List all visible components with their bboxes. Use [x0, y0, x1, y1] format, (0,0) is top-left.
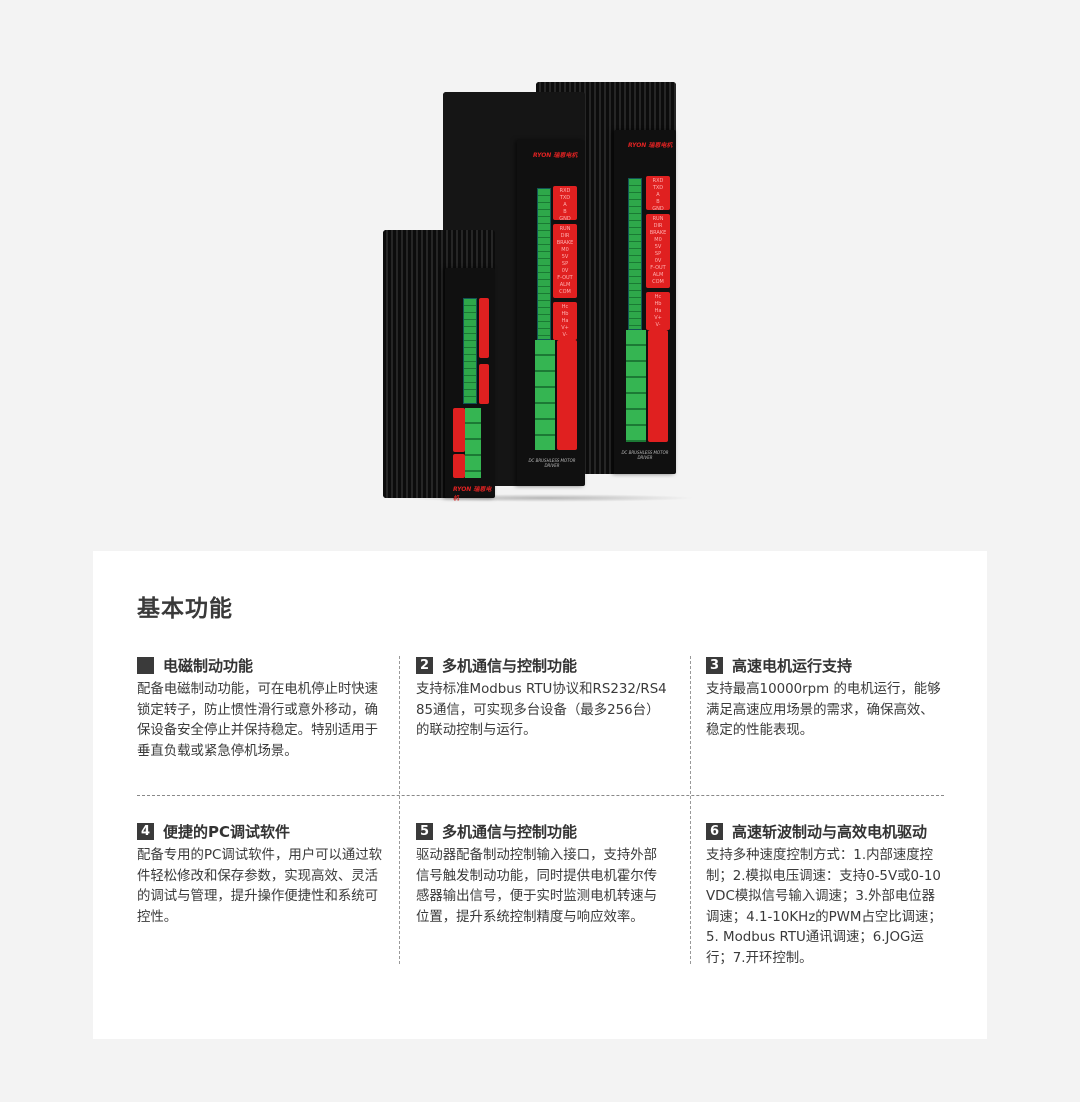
- feature-description: 支持标准Modbus RTU协议和RS232/RS485通信，可实现多台设备（最…: [416, 682, 667, 738]
- feature-item: 电磁制动功能 配备电磁制动功能，可在电机停止时快速锁定转子，防止惯性滑行或意外移…: [137, 654, 391, 762]
- feature-item: 6 高速斩波制动与高效电机驱动 支持多种速度控制方式：1.内部速度控制；2.模拟…: [706, 820, 946, 969]
- feature-title: 电磁制动功能: [163, 656, 254, 675]
- feature-number-badge: 2: [416, 656, 433, 674]
- brand-logo: RYON 瑞恩电机: [533, 152, 578, 159]
- model-text: DC BRUSHLESS MOTOR DRIVER: [528, 458, 576, 468]
- feature-number-badge: [137, 656, 154, 674]
- feature-description: 配备电磁制动功能，可在电机停止时快速锁定转子，防止惯性滑行或意外移动，确保设备安…: [137, 682, 379, 759]
- feature-description: 配备专用的PC调试软件，用户可以通过软件轻松修改和保存参数，实现高效、灵活的调试…: [137, 848, 383, 925]
- feature-item: 4 便捷的PC调试软件 配备专用的PC调试软件，用户可以通过软件轻松修改和保存参…: [137, 820, 391, 928]
- model-text: DC BRUSHLESS MOTOR DRIVER: [621, 450, 669, 460]
- feature-title: 高速斩波制动与高效电机驱动: [732, 822, 928, 841]
- section-title: 基本功能: [137, 596, 233, 622]
- feature-description: 支持最高10000rpm 的电机运行，能够满足高速应用场景的需求，确保高效、稳定…: [706, 682, 941, 738]
- brand-logo: RYON 瑞恩电机: [628, 142, 673, 149]
- feature-number-badge: 4: [137, 822, 154, 840]
- feature-item: 5 多机通信与控制功能 驱动器配备制动控制输入接口，支持外部信号触发制动功能，同…: [416, 820, 670, 928]
- feature-title: 便捷的PC调试软件: [163, 822, 291, 841]
- brand-logo: RYON 瑞恩电机: [453, 486, 492, 502]
- features-card: 基本功能 电磁制动功能 配备电磁制动功能，可在电机停止时快速锁定转子，防止惯性滑…: [93, 551, 987, 1039]
- divider-vertical: [399, 656, 400, 964]
- feature-number-badge: 3: [706, 656, 723, 674]
- feature-description: 驱动器配备制动控制输入接口，支持外部信号触发制动功能，同时提供电机霍尔传感器输出…: [416, 848, 658, 925]
- driver-small: RYON 瑞恩电机: [383, 230, 495, 502]
- feature-description: 支持多种速度控制方式：1.内部速度控制；2.模拟电压调速：支持0-5V或0-10…: [706, 848, 942, 966]
- feature-title: 多机通信与控制功能: [442, 822, 578, 841]
- feature-number-badge: 5: [416, 822, 433, 840]
- feature-title: 高速电机运行支持: [732, 656, 853, 675]
- divider-horizontal: [137, 795, 944, 796]
- feature-item: 2 多机通信与控制功能 支持标准Modbus RTU协议和RS232/RS485…: [416, 654, 670, 742]
- feature-title: 多机通信与控制功能: [442, 656, 578, 675]
- feature-item: 3 高速电机运行支持 支持最高10000rpm 的电机运行，能够满足高速应用场景…: [706, 654, 946, 742]
- feature-number-badge: 6: [706, 822, 723, 840]
- divider-vertical: [690, 656, 691, 964]
